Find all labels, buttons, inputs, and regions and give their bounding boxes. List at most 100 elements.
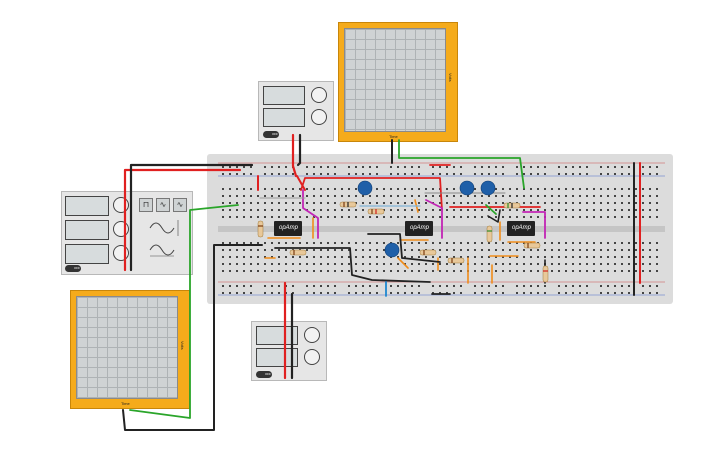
breadboard-hole xyxy=(579,216,581,218)
breadboard-hole xyxy=(453,270,455,272)
breadboard-hole xyxy=(404,216,406,218)
breadboard-hole xyxy=(369,292,371,294)
opamp-chip-3[interactable]: opAmp xyxy=(507,221,535,236)
breadboard-hole xyxy=(572,188,574,190)
breadboard-hole xyxy=(488,270,490,272)
breadboard-hole xyxy=(383,202,385,204)
breadboard-hole xyxy=(551,263,553,265)
power-supply-top-current-knob[interactable] xyxy=(311,109,327,125)
breadboard-hole xyxy=(320,216,322,218)
breadboard-hole xyxy=(453,263,455,265)
power-supply-bottom-current-knob[interactable] xyxy=(304,349,320,365)
breadboard-hole xyxy=(425,270,427,272)
breadboard-hole xyxy=(453,216,455,218)
breadboard-hole xyxy=(537,263,539,265)
breadboard-hole xyxy=(600,202,602,204)
function-generator-power-switch[interactable]: OFF xyxy=(65,265,81,272)
breadboard-hole xyxy=(432,263,434,265)
breadboard-hole xyxy=(642,166,644,168)
breadboard-hole xyxy=(236,256,238,258)
breadboard-hole xyxy=(565,292,567,294)
breadboard-hole xyxy=(278,263,280,265)
breadboard-hole xyxy=(390,173,392,175)
breadboard-hole xyxy=(313,202,315,204)
breadboard-hole xyxy=(502,263,504,265)
breadboard-hole xyxy=(593,216,595,218)
breadboard-hole xyxy=(425,256,427,258)
breadboard-hole xyxy=(481,166,483,168)
opamp-chip-2[interactable]: opAmp xyxy=(405,221,433,236)
breadboard-hole xyxy=(418,249,420,251)
resistor-8 xyxy=(447,257,465,264)
breadboard-hole xyxy=(488,166,490,168)
breadboard-hole xyxy=(439,202,441,204)
breadboard-hole xyxy=(264,202,266,204)
breadboard-hole xyxy=(292,256,294,258)
breadboard-hole xyxy=(264,195,266,197)
breadboard-hole xyxy=(593,263,595,265)
breadboard-hole xyxy=(544,195,546,197)
square-wave-button[interactable]: ⊓ xyxy=(139,198,153,212)
breadboard-hole xyxy=(558,285,560,287)
sine-wave-button[interactable]: ∿ xyxy=(173,198,187,212)
breadboard-hole xyxy=(271,270,273,272)
power-supply-top[interactable]: OFF xyxy=(258,81,334,141)
breadboard-hole xyxy=(411,270,413,272)
breadboard-hole xyxy=(488,292,490,294)
breadboard-hole xyxy=(418,216,420,218)
breadboard-hole xyxy=(250,188,252,190)
power-supply-bottom-voltage-knob[interactable] xyxy=(304,327,320,343)
breadboard-hole xyxy=(600,292,602,294)
breadboard-hole xyxy=(355,242,357,244)
breadboard-hole xyxy=(236,166,238,168)
breadboard-hole xyxy=(404,285,406,287)
power-supply-bottom-power-switch[interactable]: OFF xyxy=(256,371,272,378)
breadboard-hole xyxy=(530,202,532,204)
breadboard-hole xyxy=(334,173,336,175)
wire-fgen-red xyxy=(123,168,242,272)
breadboard-hole xyxy=(593,256,595,258)
opamp-chip-1[interactable]: opAmp xyxy=(274,221,302,236)
breadboard-hole xyxy=(474,173,476,175)
breadboard-hole xyxy=(516,173,518,175)
power-supply-top-voltage-knob[interactable] xyxy=(311,87,327,103)
triangle-wave-button[interactable]: ∿ xyxy=(156,198,170,212)
breadboard-hole xyxy=(278,285,280,287)
power-supply-bottom-current-display xyxy=(256,348,298,367)
breadboard-hole xyxy=(334,270,336,272)
power-supply-bottom[interactable]: OFF xyxy=(251,321,327,381)
breadboard-hole xyxy=(558,173,560,175)
breadboard-hole xyxy=(481,242,483,244)
breadboard-hole xyxy=(628,263,630,265)
breadboard-hole xyxy=(327,263,329,265)
breadboard-hole xyxy=(656,166,658,168)
breadboard-hole xyxy=(257,256,259,258)
opamp-chip-2-label: opAmp xyxy=(410,225,430,231)
oscilloscope-left-screen xyxy=(76,296,178,399)
breadboard-hole xyxy=(348,242,350,244)
breadboard-hole xyxy=(313,188,315,190)
oscilloscope-top[interactable]: Volts Time xyxy=(338,22,458,142)
wire-supply-top-red xyxy=(291,133,298,178)
breadboard-hole xyxy=(397,292,399,294)
breadboard-hole xyxy=(614,166,616,168)
breadboard-hole xyxy=(229,166,231,168)
breadboard-hole xyxy=(565,166,567,168)
function-generator-wave-graphic xyxy=(149,220,179,257)
breadboard-hole xyxy=(299,195,301,197)
breadboard-hole xyxy=(236,173,238,175)
breadboard-hole xyxy=(404,188,406,190)
function-generator[interactable]: ⊓ ∿ ∿ OFF xyxy=(61,191,193,275)
breadboard-hole xyxy=(418,263,420,265)
function-generator-power-label: OFF xyxy=(74,266,80,270)
breadboard-hole xyxy=(320,166,322,168)
breadboard-hole xyxy=(544,166,546,168)
breadboard-hole xyxy=(607,285,609,287)
breadboard-hole xyxy=(334,202,336,204)
power-supply-top-power-switch[interactable]: OFF xyxy=(263,131,279,138)
breadboard-hole xyxy=(495,292,497,294)
resistor-7 xyxy=(419,249,437,256)
wire-scope-top-green xyxy=(398,139,525,189)
breadboard-hole xyxy=(397,173,399,175)
breadboard-hole xyxy=(229,263,231,265)
